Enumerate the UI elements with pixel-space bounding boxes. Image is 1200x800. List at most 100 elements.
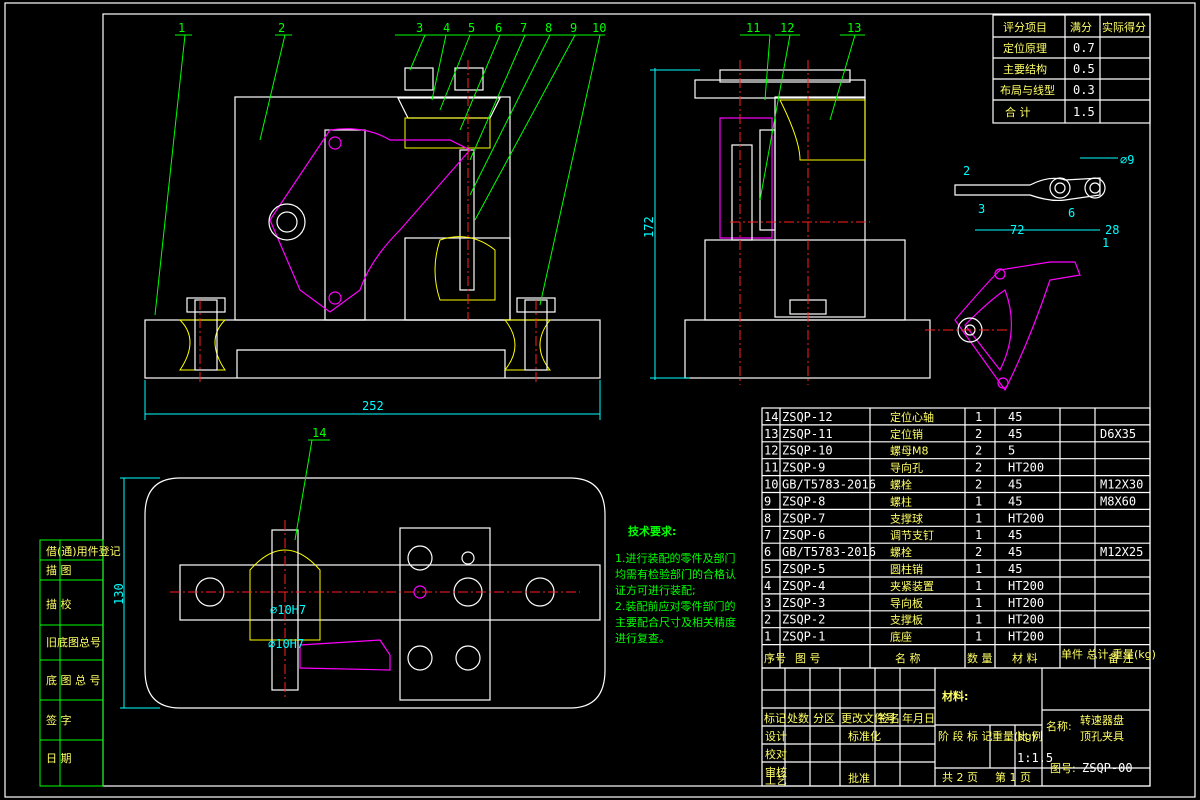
bom-cell-code: ZSQP-1 xyxy=(782,630,825,644)
bom-cell-code: ZSQP-6 xyxy=(782,528,825,542)
side-strip: 借(通)用件登记 描 图 描 校 旧底图总号 底 图 总 号 签 字 日 期 xyxy=(39,539,121,787)
tech-line: 1.进行装配的零件及部门 xyxy=(615,551,736,565)
name-line1: 转速器盘 xyxy=(1080,713,1124,727)
role-label: 审核 xyxy=(765,765,787,779)
bom-cell-code: ZSQP-8 xyxy=(782,494,825,508)
name-line2: 顶孔夹具 xyxy=(1080,730,1124,743)
bom-cell-mat: HT200 xyxy=(1008,579,1044,593)
score-table: 评分项目 满分 实际得分 定位原理 0.7 主要结构 0.5 布局与线型 0.3… xyxy=(992,14,1151,124)
bom-cell-mat: 45 xyxy=(1008,545,1022,559)
balloon-1: 1 xyxy=(178,21,185,35)
name-label: 名称: xyxy=(1046,719,1072,733)
bom-cell-qty: 2 xyxy=(975,444,982,458)
bom-cell-note: M12X30 xyxy=(1100,478,1143,492)
bom-cell-qty: 2 xyxy=(975,478,982,492)
bom-cell-code: ZSQP-2 xyxy=(782,613,825,627)
strip-label: 描 校 xyxy=(46,597,72,611)
bom-cell-no: 7 xyxy=(764,528,771,542)
balloon-9: 9 xyxy=(570,21,577,35)
sheet-no: 第 1 页 xyxy=(995,770,1031,784)
bom-cell-qty: 1 xyxy=(975,613,982,627)
bom-header: 材 料 xyxy=(1012,651,1038,665)
bom-cell-qty: 1 xyxy=(975,562,982,576)
bom-cell-no: 10 xyxy=(764,478,778,492)
score-value: 0.7 xyxy=(1073,41,1095,55)
bom-header: 名 称 xyxy=(895,651,921,665)
bom-cell-no: 13 xyxy=(764,427,778,441)
bom-cell-name: 螺柱 xyxy=(890,494,912,508)
bom-cell-code: GB/T5783-2016 xyxy=(782,478,876,492)
bom-cell-mat: HT200 xyxy=(1008,461,1044,475)
balloon-12: 12 xyxy=(780,21,794,35)
bom-cell-note: D6X35 xyxy=(1100,427,1136,441)
score-header: 满分 xyxy=(1070,21,1092,34)
drawing-no: ZSQP-00 xyxy=(1082,761,1133,775)
bom-cell-mat: 45 xyxy=(1008,528,1022,542)
balloon-4: 4 xyxy=(443,21,450,35)
bom-cell-no: 14 xyxy=(764,410,778,424)
score-item: 布局与线型 xyxy=(1000,83,1055,97)
score-item: 定位原理 xyxy=(1003,41,1047,55)
rev-col: 处数 xyxy=(787,712,809,725)
tech-line: 2.装配前应对零件部门的 xyxy=(615,599,736,613)
bom-cell-name: 圆柱销 xyxy=(890,562,923,576)
bom-cell-qty: 2 xyxy=(975,461,982,475)
tech-line: 主要配合尺寸及相关精度 xyxy=(615,615,736,629)
front-balloons: 1 2 3 4 5 6 7 8 9 10 xyxy=(154,21,606,316)
bom-cell-code: ZSQP-12 xyxy=(782,410,833,424)
front-view: 252 xyxy=(144,60,601,420)
bom-cell-qty: 1 xyxy=(975,528,982,542)
approve-label: 批准 xyxy=(848,771,870,785)
bom-cell-name: 夹紧装置 xyxy=(890,580,934,593)
score-value: 0.3 xyxy=(1073,83,1095,97)
side-view: 172 11 12 13 xyxy=(642,21,931,385)
bom-cell-no: 11 xyxy=(764,461,778,475)
bom-cell-code: ZSQP-4 xyxy=(782,579,825,593)
bom-cell-no: 12 xyxy=(764,444,778,458)
bom-cell-name: 定位心轴 xyxy=(890,410,934,424)
strip-label: 借(通)用件登记 xyxy=(46,544,121,558)
bom-cell-mat: 5 xyxy=(1008,444,1015,458)
balloon-6: 6 xyxy=(495,21,502,35)
bom-cell-qty: 1 xyxy=(975,596,982,610)
bom-cell-no: 5 xyxy=(764,562,771,576)
strip-label: 旧底图总号 xyxy=(46,635,101,649)
dim-28: 28 xyxy=(1105,223,1119,237)
dim-72: 72 xyxy=(1010,223,1024,237)
bom-header: 备 注 xyxy=(1108,651,1134,665)
score-header: 实际得分 xyxy=(1102,20,1146,34)
bom-cell-mat: HT200 xyxy=(1008,596,1044,610)
bom-cell-qty: 1 xyxy=(975,494,982,508)
bom-cell-code: ZSQP-10 xyxy=(782,444,833,458)
bom-cell-code: ZSQP-5 xyxy=(782,562,825,576)
stage-label: 比 例 xyxy=(1017,729,1043,743)
bom-cell-name: 支撑板 xyxy=(890,613,923,627)
dim-1: 1 xyxy=(1102,236,1109,250)
strip-label: 描 图 xyxy=(46,563,72,577)
dim-6: 6 xyxy=(1068,206,1075,220)
bom-cell-mat: 45 xyxy=(1008,410,1022,424)
scale: 1:1.5 xyxy=(1017,751,1053,765)
balloon-3: 3 xyxy=(416,21,423,35)
balloon-7: 7 xyxy=(520,21,527,35)
bom-cell-no: 2 xyxy=(764,613,771,627)
dim-172: 172 xyxy=(642,216,656,238)
role-label: 校对 xyxy=(765,747,787,761)
bom-cell-no: 8 xyxy=(764,511,771,525)
bom-cell-note: M8X60 xyxy=(1100,494,1136,508)
bom-cell-name: 调节支钉 xyxy=(890,529,934,542)
role-label: 工艺 xyxy=(765,774,787,787)
bom-header: 单件 总计 重量(kg) xyxy=(1061,647,1156,661)
balloon-5: 5 xyxy=(468,21,475,35)
balloon-2: 2 xyxy=(278,21,285,35)
score-value: 1.5 xyxy=(1073,105,1095,119)
bom-cell-mat: HT200 xyxy=(1008,613,1044,627)
bom-cell-code: ZSQP-7 xyxy=(782,511,825,525)
bom-cell-mat: 45 xyxy=(1008,562,1022,576)
rev-col: 分区 xyxy=(813,712,835,725)
bom-cell-no: 4 xyxy=(764,579,771,593)
rev-col: 标记 xyxy=(764,711,786,725)
drawing-no-label: 图号: xyxy=(1050,762,1076,775)
